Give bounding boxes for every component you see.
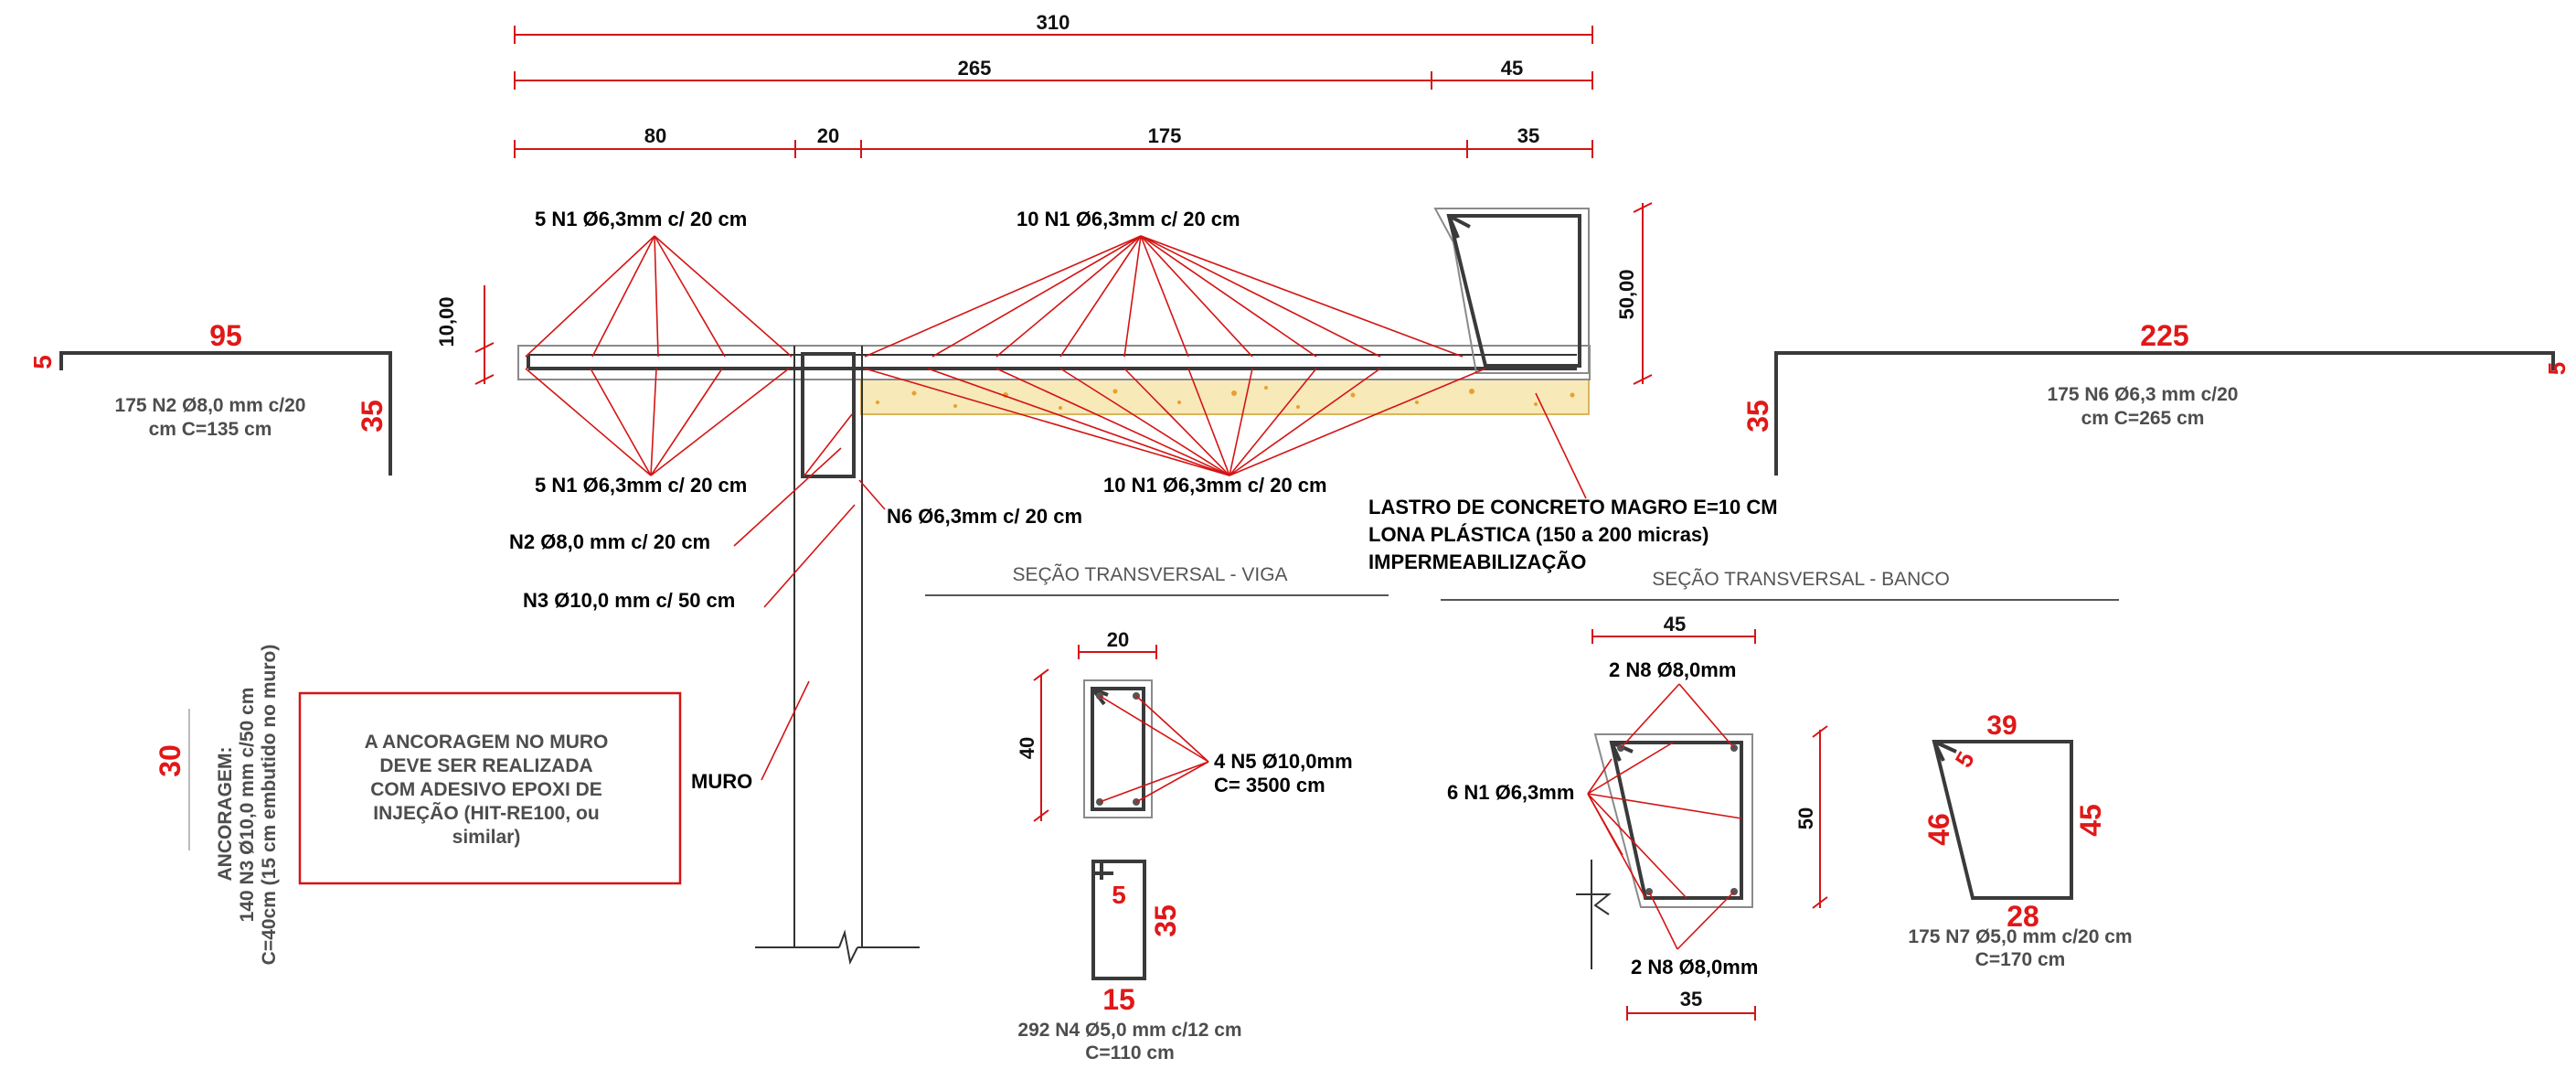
- dim-total: 310: [1037, 11, 1070, 34]
- anchorage-note-1: A ANCORAGEM NO MURO: [365, 732, 609, 753]
- stirrup-height: 35: [1149, 904, 1182, 937]
- n2-desc-2: cm C=135 cm: [149, 419, 272, 440]
- bench-outline: [1433, 208, 1590, 374]
- n7-bottom: 28: [2007, 900, 2039, 933]
- anchorage-length: 30: [154, 744, 186, 777]
- dim-slab-thickness: 10,00: [435, 296, 458, 347]
- bench-stirrup: [1446, 214, 1581, 368]
- anchorage-desc-1: ANCORAGEM:: [215, 747, 236, 882]
- anchorage-detail: 30 ANCORAGEM: 140 N3 Ø10,0 mm c/50 cm C=…: [154, 645, 682, 966]
- n7-left: 46: [1922, 813, 1955, 846]
- layers-note: LASTRO DE CONCRETO MAGRO E=10 CM LONA PL…: [1368, 496, 1778, 573]
- dim-bench-width: 45: [1501, 57, 1523, 80]
- callout-n2: N2 Ø8,0 mm c/ 20 cm: [509, 530, 710, 553]
- section-beam: SEÇÃO TRANSVERSAL - VIGA 20 40 4 N5 Ø10,…: [925, 563, 1389, 1064]
- dim-bench-height: 50,00: [1615, 269, 1638, 319]
- wall-beam-stirrup: [801, 352, 856, 478]
- stirrup-desc-2: C=110 cm: [1085, 1042, 1175, 1064]
- n2-desc-1: 175 N2 Ø8,0 mm c/20: [115, 395, 306, 416]
- callout-n1-left-top: 5 N1 Ø6,3mm c/ 20 cm: [535, 208, 747, 230]
- bench-n8-top: 2 N8 Ø8,0mm: [1609, 658, 1736, 681]
- note-plastic-sheet: LONA PLÁSTICA (150 a 200 micras): [1368, 523, 1709, 546]
- n6-leg-right: 5: [2543, 362, 2571, 375]
- anchorage-desc-3: C=40cm (15 cm embutido no muro): [259, 645, 280, 966]
- bench-n8-bottom: 2 N8 Ø8,0mm: [1631, 956, 1758, 978]
- n6-leg-left: 35: [1741, 400, 1774, 433]
- lean-concrete-layer: [860, 379, 1590, 415]
- rebar-callouts: 5 N1 Ø6,3mm c/ 20 cm 10 N1 Ø6,3mm c/ 20 …: [509, 208, 1327, 793]
- note-waterproofing: IMPERMEABILIZAÇÃO: [1368, 551, 1586, 573]
- bar-n6-detail: 225 35 5 175 N6 Ø6,3 mm c/20 cm C=265 cm: [1741, 319, 2571, 476]
- top-dimensions: 310 265 45 80 20 175 35: [514, 11, 1593, 158]
- bench-height-dimension: 50,00: [1615, 202, 1653, 385]
- beam-n5-1: 4 N5 Ø10,0mm: [1214, 750, 1353, 773]
- slab-wall-bench-elevation: [517, 208, 1591, 966]
- n2-leg-left: 5: [28, 355, 57, 369]
- bench-height: 50: [1794, 807, 1817, 829]
- n6-desc-1: 175 N6 Ø6,3 mm c/20: [2048, 384, 2239, 405]
- n7-hook: 5: [1950, 747, 1980, 773]
- section-bench-title: SEÇÃO TRANSVERSAL - BANCO: [1652, 568, 1950, 590]
- n7-desc-1: 175 N7 Ø5,0 mm c/20 cm: [1908, 926, 2132, 947]
- n7-desc-2: C=170 cm: [1975, 949, 2066, 970]
- beam-height: 40: [1016, 737, 1038, 759]
- bench-top-width: 45: [1664, 613, 1686, 636]
- dim-slab-left: 80: [644, 124, 666, 147]
- n2-length: 95: [209, 319, 242, 352]
- n7-right: 45: [2074, 804, 2107, 837]
- anchorage-note-5: similar): [452, 827, 521, 848]
- slab-thickness-dimension: 10,00: [435, 285, 495, 385]
- bar-n2-detail: 95 5 35 175 N2 Ø8,0 mm c/20 cm C=135 cm: [28, 319, 392, 476]
- callout-n6: N6 Ø6,3mm c/ 20 cm: [887, 505, 1082, 528]
- dim-main: 265: [958, 57, 992, 80]
- callout-n3: N3 Ø10,0 mm c/ 50 cm: [523, 589, 735, 612]
- anchorage-note-4: INJEÇÃO (HIT-RE100, ou: [373, 803, 599, 824]
- section-bench: SEÇÃO TRANSVERSAL - BANCO 45 2 N8 Ø8,0mm…: [1441, 568, 2133, 1021]
- bench-bottom-width: 35: [1680, 988, 1702, 1010]
- beam-width: 20: [1107, 628, 1129, 651]
- callout-n1-center-top: 10 N1 Ø6,3mm c/ 20 cm: [1017, 208, 1240, 230]
- dim-wall: 20: [817, 124, 839, 147]
- beam-n5-2: C= 3500 cm: [1214, 774, 1325, 796]
- anchorage-note-box: [298, 691, 682, 885]
- label-wall: MURO: [691, 770, 752, 793]
- dim-slab-right: 175: [1148, 124, 1182, 147]
- slab-outline: [517, 345, 1591, 380]
- stirrup-width: 15: [1102, 983, 1135, 1016]
- n7-top: 39: [1986, 711, 2017, 741]
- stirrup-hook: 5: [1112, 881, 1126, 909]
- bench-n1: 6 N1 Ø6,3mm: [1447, 781, 1574, 804]
- stirrup-desc-1: 292 N4 Ø5,0 mm c/12 cm: [1017, 1020, 1241, 1041]
- anchorage-note-2: DEVE SER REALIZADA: [379, 755, 592, 776]
- callout-n1-right-bottom: 10 N1 Ø6,3mm c/ 20 cm: [1103, 474, 1327, 497]
- callout-n1-left-bottom: 5 N1 Ø6,3mm c/ 20 cm: [535, 474, 747, 497]
- n6-desc-2: cm C=265 cm: [2081, 408, 2205, 429]
- anchorage-note-3: COM ADESIVO EPOXI DE: [370, 779, 602, 800]
- n2-leg-right: 35: [356, 400, 389, 433]
- dim-bench-top: 35: [1517, 124, 1539, 147]
- rebar-fan-lines: [525, 235, 1587, 781]
- anchorage-desc-2: 140 N3 Ø10,0 mm c/50 cm: [237, 688, 258, 923]
- section-beam-title: SEÇÃO TRANSVERSAL - VIGA: [1012, 563, 1287, 585]
- note-lean-concrete: LASTRO DE CONCRETO MAGRO E=10 CM: [1368, 496, 1778, 518]
- n6-length: 225: [2140, 319, 2188, 352]
